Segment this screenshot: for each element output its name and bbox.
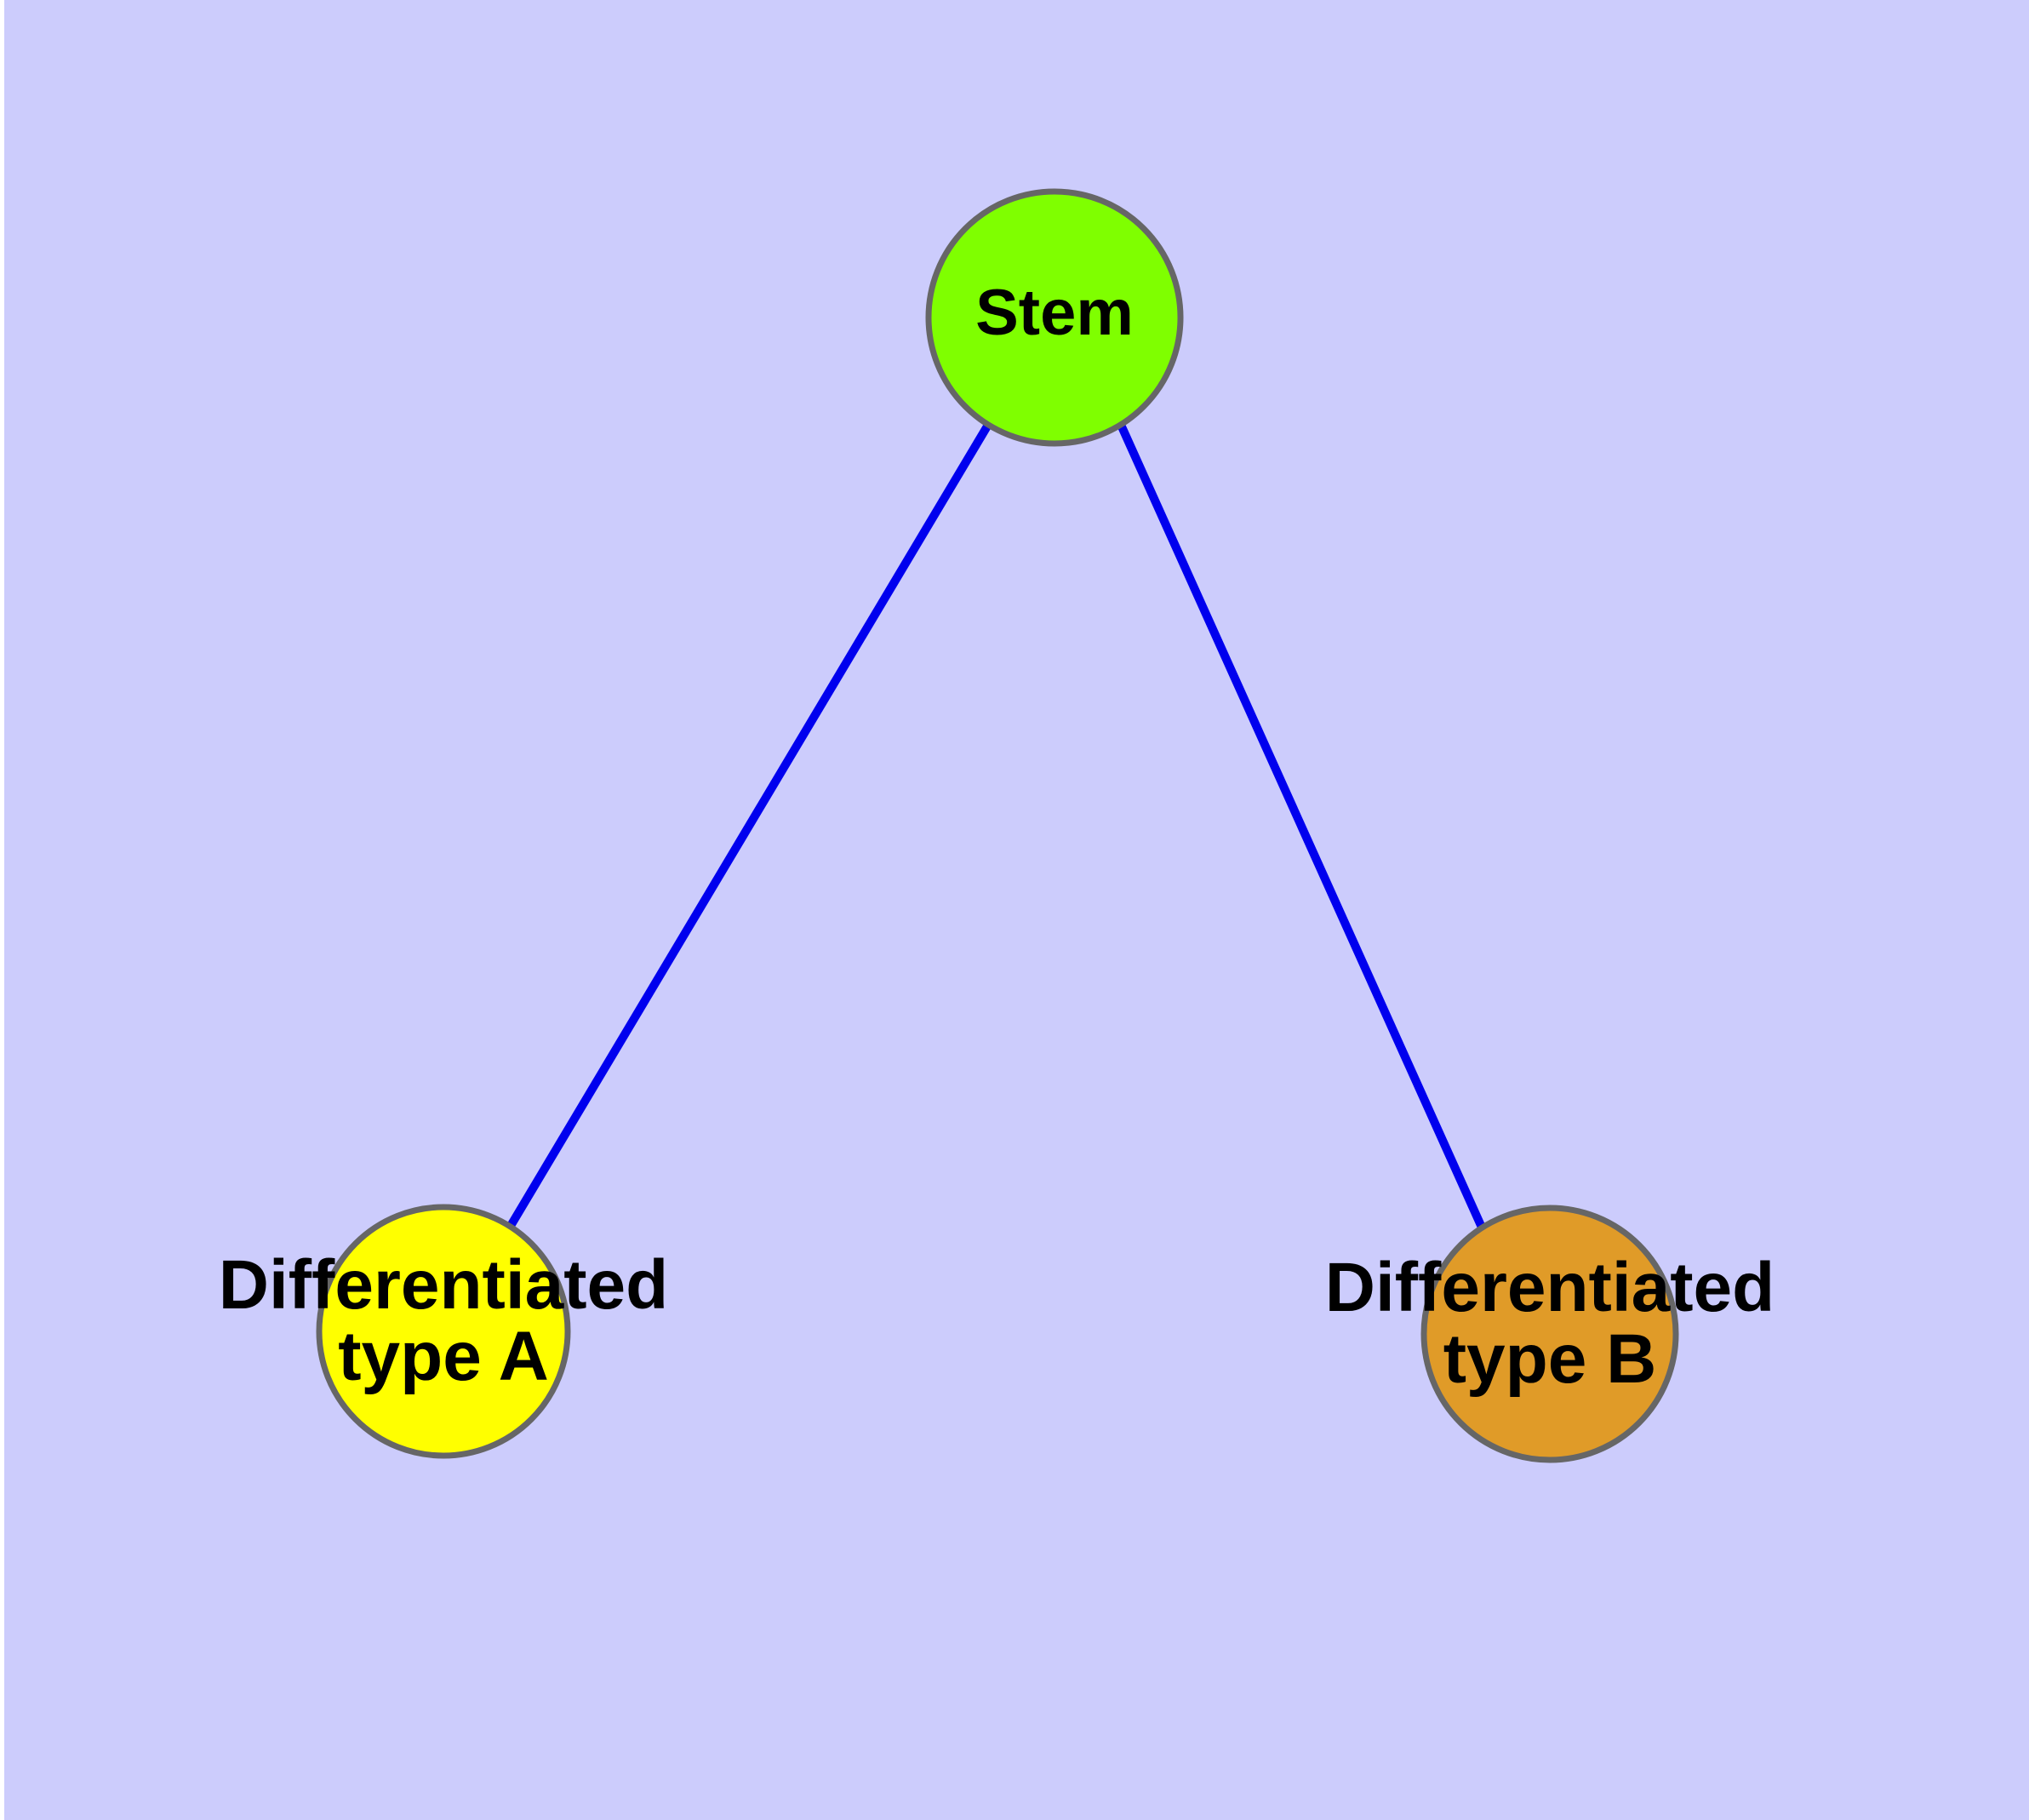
node-layer	[316, 188, 1679, 1463]
node-differentiated-type-a[interactable]	[316, 1204, 571, 1459]
edge-stem-to-differentiated-type-a	[506, 422, 992, 1228]
edge-stem-to-differentiated-type-b	[1117, 422, 1487, 1232]
node-differentiated-type-b[interactable]	[1420, 1205, 1679, 1463]
node-stem[interactable]	[925, 188, 1184, 447]
edge-layer	[506, 422, 1487, 1232]
